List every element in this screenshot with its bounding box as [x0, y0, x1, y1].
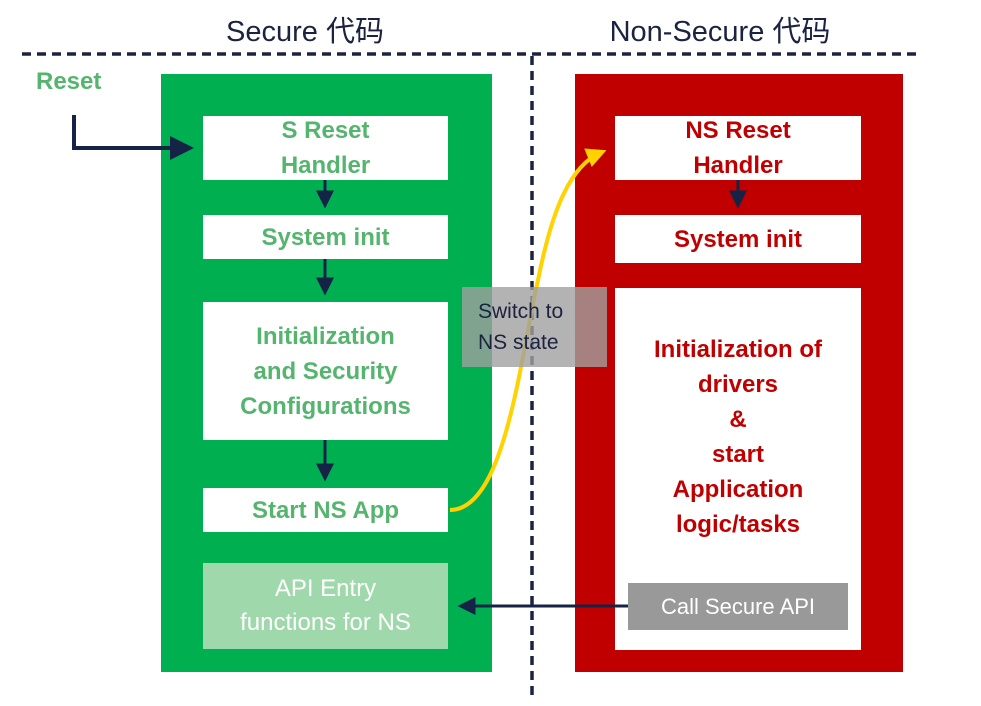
ns-system-init-label: System init	[673, 225, 803, 253]
secure-reset-handler-line1: S Reset	[281, 117, 370, 144]
switch-label-line1: Switch to	[478, 300, 564, 323]
start-ns-app-label: Start NS App	[251, 496, 400, 524]
api-entry-line1: API Entry	[274, 575, 377, 602]
switch-to-ns-state-label: Switch to NS state	[462, 287, 607, 367]
init-drivers-line6: logic/tasks	[675, 511, 801, 538]
secure-code-header: Secure 代码	[226, 16, 384, 48]
ns-system-init-box: System init	[615, 215, 861, 263]
non-secure-code-header: Non-Secure 代码	[609, 16, 831, 48]
call-secure-api-label: Call Secure API	[660, 593, 816, 619]
secure-init-security-box: Initialization and Security Configuratio…	[203, 302, 448, 440]
ns-reset-handler-line2: Handler	[693, 152, 783, 179]
init-security-line2: and Security	[253, 357, 398, 385]
reset-arrow	[72, 115, 194, 160]
start-ns-app-box: Start NS App	[203, 488, 448, 532]
secure-system-init-box: System init	[203, 215, 448, 259]
api-entry-line2: functions for NS	[240, 609, 411, 636]
reset-label: Reset	[36, 68, 102, 95]
init-drivers-line2: drivers	[697, 371, 779, 398]
init-security-line1: Initialization	[256, 322, 395, 350]
ns-reset-handler-box: NS Reset Handler	[615, 116, 861, 180]
init-drivers-line4: start	[711, 441, 765, 468]
secure-system-init-label: System init	[261, 223, 390, 251]
switch-label-line2: NS state	[478, 331, 559, 354]
api-entry-box: API Entry functions for NS	[203, 563, 448, 649]
secure-reset-handler-line2: Handler	[280, 152, 371, 179]
init-security-line3: Configurations	[240, 392, 411, 420]
init-drivers-line1: Initialization of	[654, 336, 822, 363]
call-secure-api-box: Call Secure API	[628, 583, 848, 630]
init-drivers-line5: Application	[672, 476, 804, 503]
init-drivers-line3: &	[729, 406, 747, 433]
secure-reset-handler-box: S Reset Handler	[203, 116, 448, 180]
ns-reset-handler-line1: NS Reset	[685, 117, 791, 144]
